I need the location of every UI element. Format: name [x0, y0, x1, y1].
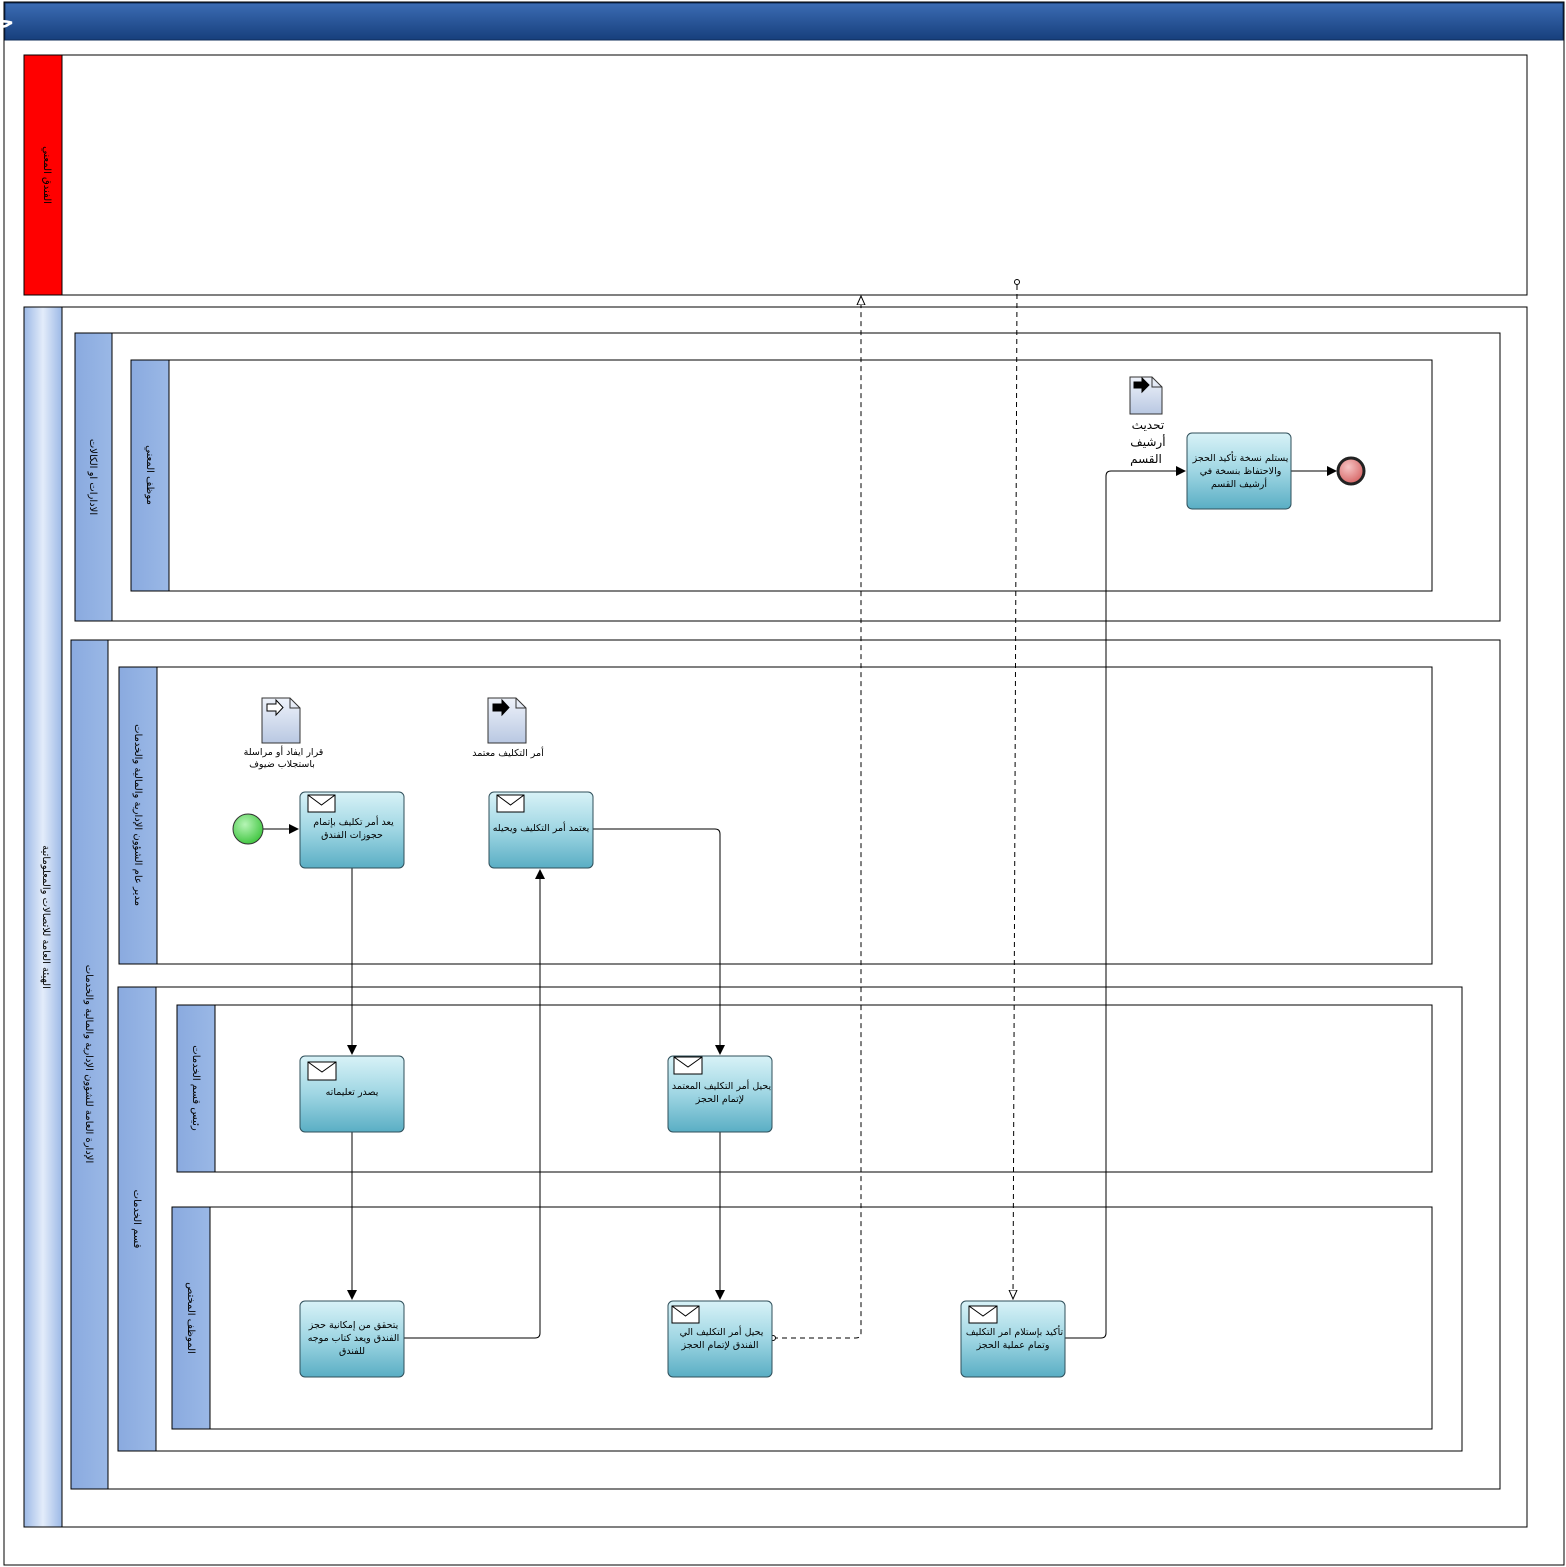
title-bar: [4, 2, 1564, 41]
lane-departments-header: [74, 332, 113, 622]
document-label-line: أمر التكليف معتمد: [472, 746, 544, 759]
svg-text:يعتمد أمر التكليف ويحيله: يعتمد أمر التكليف ويحيله: [493, 821, 590, 834]
svg-text:يعد أمر تكليف بإتمام حجو: يعد أمر تكليف بإتمام حجوزات الفندق: [310, 815, 394, 841]
envelope-icon: [968, 1305, 998, 1324]
task-forward-approved[interactable]: يحيل أمر التكليف المعتمد لإتمام الحجز: [667, 1055, 773, 1133]
task-text-line: تأكيد بإستلام امر التكليف: [966, 1325, 1064, 1338]
task-text-line: وتمام عملية الحجز: [976, 1340, 1050, 1351]
pool-external-label: الفندق المعني: [41, 146, 52, 204]
task-text-line: يصدر تعليماته: [326, 1087, 379, 1098]
task-text-line: يحيل أمر التكليف الي: [680, 1325, 764, 1338]
envelope-icon: [496, 794, 525, 813]
message-flow-to-hotel: [773, 296, 861, 1339]
lane-head-of-services-label: رئيس قسم الخدمات: [190, 1045, 201, 1131]
lane-specialist-employee-label: الموظف المختص: [185, 1282, 196, 1354]
lane-head-of-services-header: [176, 1004, 216, 1173]
svg-text:أمر التكليف معتمد: أمر التكليف معتمد: [472, 746, 544, 759]
lane-concerned-employee-header: [130, 359, 170, 592]
task-text-line: يستلم نسخة تأكيد الحجز: [1192, 451, 1289, 464]
svg-text:يتحقق من إمكانية حجز الف: يتحقق من إمكانية حجز الفندق ويعد كتاب مو…: [305, 1320, 400, 1357]
document-label-line: تحديث: [1132, 418, 1165, 432]
message-flows: [773, 284, 1017, 1339]
task-text-line: يعتمد أمر التكليف ويحيله: [493, 821, 590, 834]
svg-text:يستلم نسخة تأكيد الحجز و: يستلم نسخة تأكيد الحجز والاحتفاظ بنسخة ف…: [1190, 451, 1289, 490]
task-text-line: الفندق ويعد كتاب موجه: [308, 1333, 400, 1344]
sequence-flows: [263, 466, 1337, 1339]
task-receive-copy[interactable]: يستلم نسخة تأكيد الحجز والاحتفاظ بنسخة ف…: [1186, 432, 1292, 510]
lane-specialist-employee-header: [171, 1206, 211, 1430]
message-flow-origin-circle-hotel: [1014, 279, 1020, 285]
document-label-line: باستجلاب ضيوف: [249, 759, 315, 770]
flow-confirm-to-receive: [1065, 466, 1186, 1339]
data-approved-order[interactable]: أمر التكليف معتمد: [472, 697, 544, 759]
task-text-line: لإتمام الحجز: [695, 1094, 744, 1105]
svg-text:يحيل أمر التكليف المعتمد: يحيل أمر التكليف المعتمد لإتمام الحجز: [669, 1079, 772, 1105]
task-text-line: الفندق لإتمام الحجز: [681, 1340, 759, 1351]
data-input-decision[interactable]: قرار ايفاد أو مراسلة باستجلاب ضيوف: [241, 697, 324, 770]
task-text-line: أرشيف القسم: [1211, 477, 1267, 490]
output-arrow-icon: [1133, 376, 1150, 394]
document-label-line: قرار ايفاد أو مراسلة: [244, 745, 324, 758]
pool-main-header: [23, 306, 63, 1528]
svg-text:تحديث أرشيف القسم: تحديث أرشيف القسم: [1126, 418, 1165, 466]
pool-external: [23, 54, 1528, 296]
lane-services-section-label: قسم الخدمات: [131, 1190, 142, 1249]
lane-general-admin-label: الإدارة العامة للشؤون الإدارية والمالية …: [83, 965, 94, 1163]
svg-text:يحيل أمر التكليف الي الف: يحيل أمر التكليف الي الفندق لإتمام الحجز: [677, 1325, 764, 1351]
task-approve-order[interactable]: يعتمد أمر التكليف ويحيله: [488, 791, 594, 869]
flow-verify-to-approve: [404, 869, 545, 1339]
input-arrow-icon: [266, 698, 284, 717]
document-label-line: أرشيف: [1130, 434, 1165, 450]
task-text-line: للفندق: [339, 1346, 365, 1357]
task-prepare-order[interactable]: يعد أمر تكليف بإتمام حجوزات الفندق: [299, 791, 405, 869]
lane-services-section-header: [117, 986, 157, 1452]
task-confirm-receipt[interactable]: تأكيد بإستلام امر التكليف وتمام عملية ال…: [960, 1300, 1066, 1378]
task-verify-possibility[interactable]: يتحقق من إمكانية حجز الفندق ويعد كتاب مو…: [299, 1300, 405, 1378]
task-text-line: يحيل أمر التكليف المعتمد: [672, 1079, 772, 1092]
task-send-to-hotel[interactable]: يحيل أمر التكليف الي الفندق لإتمام الحجز: [667, 1300, 773, 1378]
pool-main-label: الهيئة العامة للاتصالات والمعلوماتية: [40, 845, 51, 989]
task-text-line: يتحقق من إمكانية حجز: [308, 1320, 399, 1331]
pool-external-header: [23, 54, 63, 296]
output-arrow-icon: [492, 698, 510, 717]
lane-general-admin-header: [70, 639, 109, 1490]
end-event[interactable]: [1336, 456, 1366, 486]
svg-text:تأكيد بإستلام امر التكليف: تأكيد بإستلام امر التكليف وتمام عملية ال…: [963, 1325, 1064, 1351]
lane-director-general-header: [118, 666, 158, 965]
envelope-icon: [673, 1056, 703, 1075]
diagram-title: حجز فنادق: [0, 9, 14, 33]
task-issue-instructions[interactable]: يصدر تعليماته: [299, 1055, 405, 1133]
task-text-line: حجوزات الفندق: [321, 830, 383, 841]
lane-departments-label: الادارات او الكالات: [87, 439, 98, 515]
task-text-line: يعد أمر تكليف بإتمام: [313, 815, 394, 828]
envelope-icon: [307, 794, 336, 813]
envelope-icon: [671, 1305, 700, 1324]
lane-director-general-label: مدير عام الشؤون الإدارية والمالية والخدم…: [132, 724, 143, 906]
flow-approve-to-forward: [593, 828, 725, 1055]
envelope-icon: [307, 1061, 337, 1081]
task-text-line: والاحتفاظ بنسخة في: [1200, 466, 1282, 477]
data-update-archive[interactable]: تحديث أرشيف القسم: [1126, 376, 1166, 466]
svg-text:قرار ايفاد أو مراسلة باس: قرار ايفاد أو مراسلة باستجلاب ضيوف: [241, 745, 324, 770]
svg-text:يصدر تعليماته: يصدر تعليماته: [326, 1087, 379, 1098]
lane-concerned-employee-label: موظف المعني: [144, 445, 155, 505]
message-flow-from-hotel: [1013, 284, 1017, 1299]
document-label-line: القسم: [1130, 452, 1162, 466]
start-event[interactable]: [232, 813, 264, 845]
